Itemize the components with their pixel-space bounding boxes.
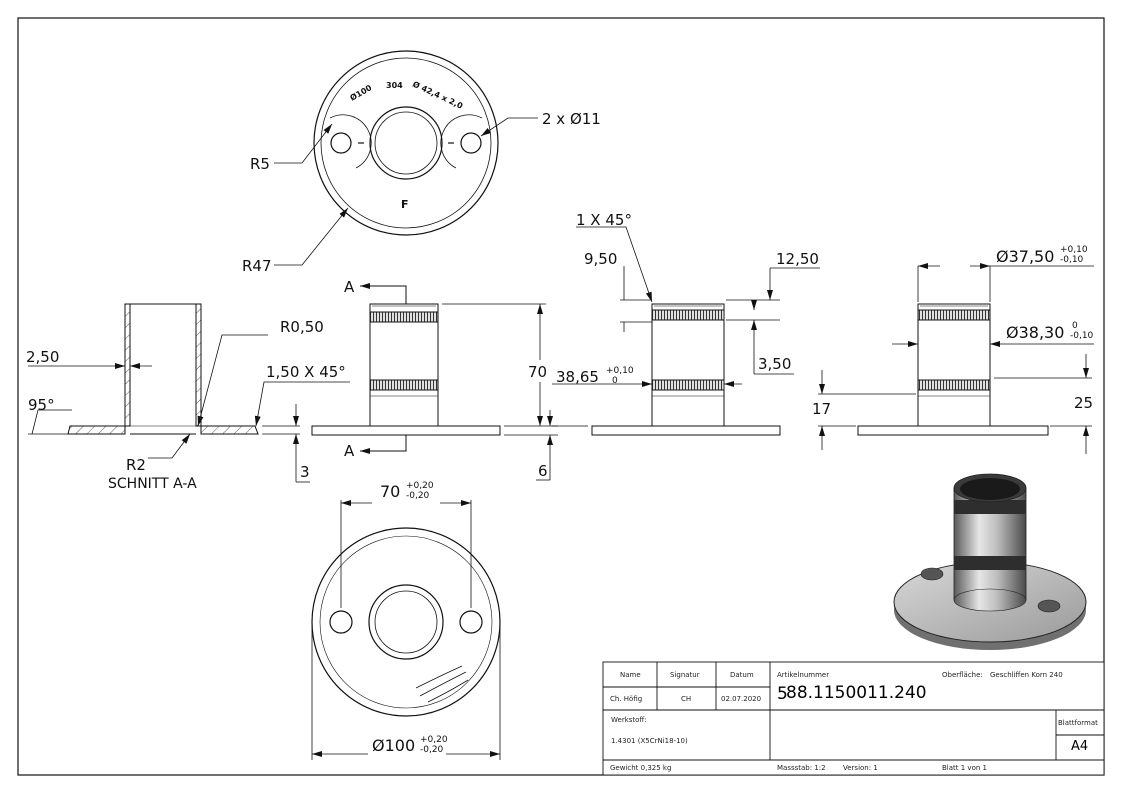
tb-name-label: Name <box>620 671 641 679</box>
tol-70-up: +0,20 <box>406 481 434 491</box>
side-view-2-dims <box>552 226 820 427</box>
section-label: SCHNITT A-A <box>108 476 197 492</box>
section-mark-top: A <box>344 278 355 296</box>
dim-3830: Ø38,30 <box>1006 323 1064 342</box>
dim-950: 9,50 <box>584 250 617 268</box>
tb-oberflaeche: Geschliffen Korn 240 <box>990 671 1063 679</box>
tb-artikel: 88.1150011.240 <box>786 683 927 703</box>
tol-3750-dn: -0,10 <box>1060 255 1084 265</box>
dim-height: 70 <box>528 363 547 381</box>
tb-version: Version: 1 <box>843 764 878 772</box>
side-view-1 <box>311 303 501 436</box>
dim-100: Ø100 <box>372 736 415 755</box>
tb-werkstoff-label: Werkstoff: <box>611 716 647 724</box>
height-dims <box>442 303 558 481</box>
top-view-engraving: Ø100 304 Ø 42,4 x 2,0 F <box>348 79 465 211</box>
dim-3750: Ø37,50 <box>996 247 1054 266</box>
dim-3865: 38,65 <box>556 368 599 386</box>
dim-r5: R5 <box>250 155 270 173</box>
tb-oberflaeche-label: Oberfläche: <box>942 671 983 679</box>
dim-17: 17 <box>812 400 831 418</box>
dim-r050: R0,50 <box>280 318 324 336</box>
side-view-2 <box>591 303 781 436</box>
tb-datum: 02.07.2020 <box>721 695 762 703</box>
bottom-view-dims <box>311 500 501 760</box>
tb-name: Ch. Höfig <box>610 695 643 703</box>
tol-3865-dn: 0 <box>612 376 618 386</box>
engraving-3: Ø 42,4 x 2,0 <box>411 79 465 111</box>
dim-r47: R47 <box>242 257 272 275</box>
drawing-frame <box>17 17 1105 776</box>
side-view-3-dims <box>818 263 1094 454</box>
tb-gewicht: Gewicht 0,325 kg <box>610 764 672 772</box>
dim-25: 25 <box>1074 394 1093 412</box>
top-view <box>313 50 499 236</box>
dim-chamfer-top: 1 X 45° <box>576 211 632 229</box>
side-view-3 <box>857 303 1049 436</box>
dim-wall: 2,50 <box>26 348 59 366</box>
tb-datum-label: Datum <box>730 671 754 679</box>
tol-100-dn: -0,20 <box>420 745 444 755</box>
section-mark-bottom: A <box>344 442 355 460</box>
title-block-frame <box>602 661 1105 776</box>
tol-100-up: +0,20 <box>420 735 448 745</box>
tb-massstab: Massstab: 1:2 <box>777 764 826 772</box>
tol-3865-up: +0,10 <box>606 366 634 376</box>
dim-350: 3,50 <box>758 355 791 373</box>
tb-signatur: CH <box>681 695 692 703</box>
dim-angle: 95° <box>28 396 55 414</box>
engraving-4: F <box>401 198 409 211</box>
section-view <box>67 303 259 435</box>
tol-70-dn: -0,20 <box>406 491 430 501</box>
engraving-2: 304 <box>386 81 403 90</box>
tb-artikel-label: Artikelnummer <box>777 671 830 679</box>
iso-view <box>893 473 1087 650</box>
bottom-view <box>311 527 501 717</box>
tb-blatt: Blatt 1 von 1 <box>942 764 987 772</box>
dim-r2: R2 <box>126 456 146 474</box>
top-view-dims <box>274 117 538 266</box>
dim-holes: 2 x Ø11 <box>542 110 601 128</box>
tol-3830-dn: -0,10 <box>1070 331 1094 341</box>
dim-70: 70 <box>380 482 400 501</box>
dim-chamfer-base: 1,50 X 45° <box>266 363 346 381</box>
section-arrows <box>360 283 407 454</box>
tol-3830-up: 0 <box>1072 321 1078 331</box>
tol-3750-up: +0,10 <box>1060 245 1088 255</box>
section-dims <box>28 334 350 483</box>
dim-base-3: 3 <box>300 463 310 481</box>
tb-werkstoff: 1.4301 (X5CrNi18-10) <box>611 737 688 745</box>
dim-base-6: 6 <box>538 462 548 480</box>
tb-signatur-label: Signatur <box>670 671 700 679</box>
tb-artikel-prefix: 5 <box>777 684 788 704</box>
tb-blattformat: A4 <box>1071 739 1089 754</box>
dim-1250: 12,50 <box>776 250 819 268</box>
engraving-1: Ø100 <box>348 82 374 103</box>
tb-blattformat-label: Blattformat <box>1058 719 1098 727</box>
